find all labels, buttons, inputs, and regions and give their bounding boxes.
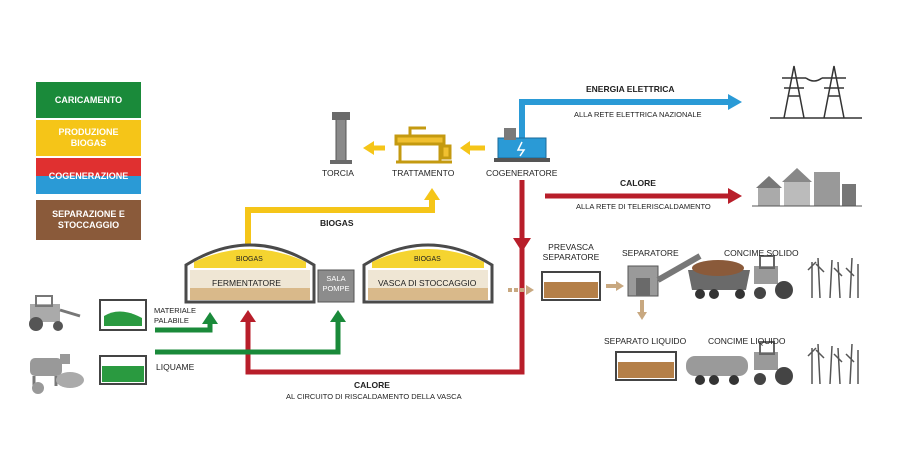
tractor-solid-icon <box>754 255 793 299</box>
sala-pompe-label: SALA POMPE <box>322 274 350 293</box>
prevasca-label: PREVASCA SEPARATORE <box>542 242 600 262</box>
prevasca-tank <box>541 271 601 301</box>
feed-solid-arrowhead <box>202 312 218 324</box>
concime-liquido-label: CONCIME LIQUIDO <box>708 336 786 346</box>
heat-up-arrowhead <box>240 310 256 322</box>
pig-chicken-icon <box>32 372 84 394</box>
separato-liquido-label: SEPARATO LIQUIDO <box>604 336 687 346</box>
energy-arrowhead <box>728 94 742 110</box>
fermentatore-tank <box>184 243 316 304</box>
cogeneratore-label: COGENERATORE <box>486 168 558 178</box>
legend-produzione-biogas: PRODUZIONE BIOGAS <box>36 120 141 156</box>
liquame-tank <box>99 355 147 385</box>
torcia-icon <box>330 112 352 164</box>
calore-top-label: CALORE <box>620 178 656 188</box>
crops-icon-2 <box>807 343 859 385</box>
sala-pompe-box <box>317 269 355 303</box>
vasca-stoccaggio-label: VASCA DI STOCCAGGIO <box>378 278 477 288</box>
separatore-machine <box>627 253 702 297</box>
feed-liquid-arrowhead <box>330 310 346 322</box>
loader-tractor-icon <box>29 295 81 331</box>
energy-line <box>519 99 730 138</box>
fermentatore-label: FERMENTATORE <box>212 278 281 288</box>
heat-top-arrowhead <box>728 188 742 204</box>
legend-separazione-stoccaggio: SEPARAZIONE E STOCCAGGIO <box>36 200 141 240</box>
separato-liquido-tank <box>615 351 677 381</box>
concime-solido-label: CONCIME SOLIDO <box>724 248 799 258</box>
cogeneratore-icon <box>494 128 550 162</box>
biogas-flow-label: BIOGAS <box>320 218 354 228</box>
liquid-tanker <box>686 356 748 385</box>
trattamento-label: TRATTAMENTO <box>392 168 455 178</box>
solid-trailer <box>688 260 750 299</box>
heat-down-arrowhead <box>513 238 531 252</box>
biogas-dome-1-label: BIOGAS <box>236 256 263 263</box>
legend-caricamento: CARICAMENTO <box>36 82 141 118</box>
power-pylon-icon <box>770 65 862 119</box>
rete-teleriscaldamento-label: ALLA RETE DI TELERISCALDAMENTO <box>576 202 711 211</box>
trattamento-icon <box>394 126 452 164</box>
biogas-dome-2-label: BIOGAS <box>414 256 441 263</box>
cow-icon <box>30 354 70 386</box>
feed-line-solid <box>155 322 213 333</box>
biogas-flow-lines <box>245 198 435 255</box>
houses-icon <box>752 168 862 207</box>
legend-cogenerazione: COGENERAZIONE <box>36 158 141 194</box>
circuito-label: AL CIRCUITO DI RISCALDAMENTO DELLA VASCA <box>286 392 462 401</box>
tractor-liquid-icon <box>754 341 793 385</box>
arrow-to-torcia <box>363 141 374 155</box>
torcia-label: TORCIA <box>322 168 354 178</box>
liquame-label: LIQUAME <box>156 362 195 372</box>
biogas-up-arrowhead <box>424 188 440 200</box>
energia-elettrica-label: ENERGIA ELETTRICA <box>586 84 675 94</box>
calore-bottom-label: CALORE <box>354 380 390 390</box>
materiale-palabile-label: MATERIALE PALABILE <box>154 306 196 325</box>
heat-line-bottom <box>245 180 525 375</box>
arrow-to-trattamento <box>460 141 470 155</box>
crops-icon <box>807 257 859 299</box>
separatore-label: SEPARATORE <box>622 248 679 258</box>
feed-line-liquid <box>155 320 341 355</box>
stoccaggio-tank <box>362 243 494 304</box>
feed-hopper-icon <box>99 299 147 331</box>
rete-elettrica-label: ALLA RETE ELETTRICA NAZIONALE <box>574 110 702 119</box>
